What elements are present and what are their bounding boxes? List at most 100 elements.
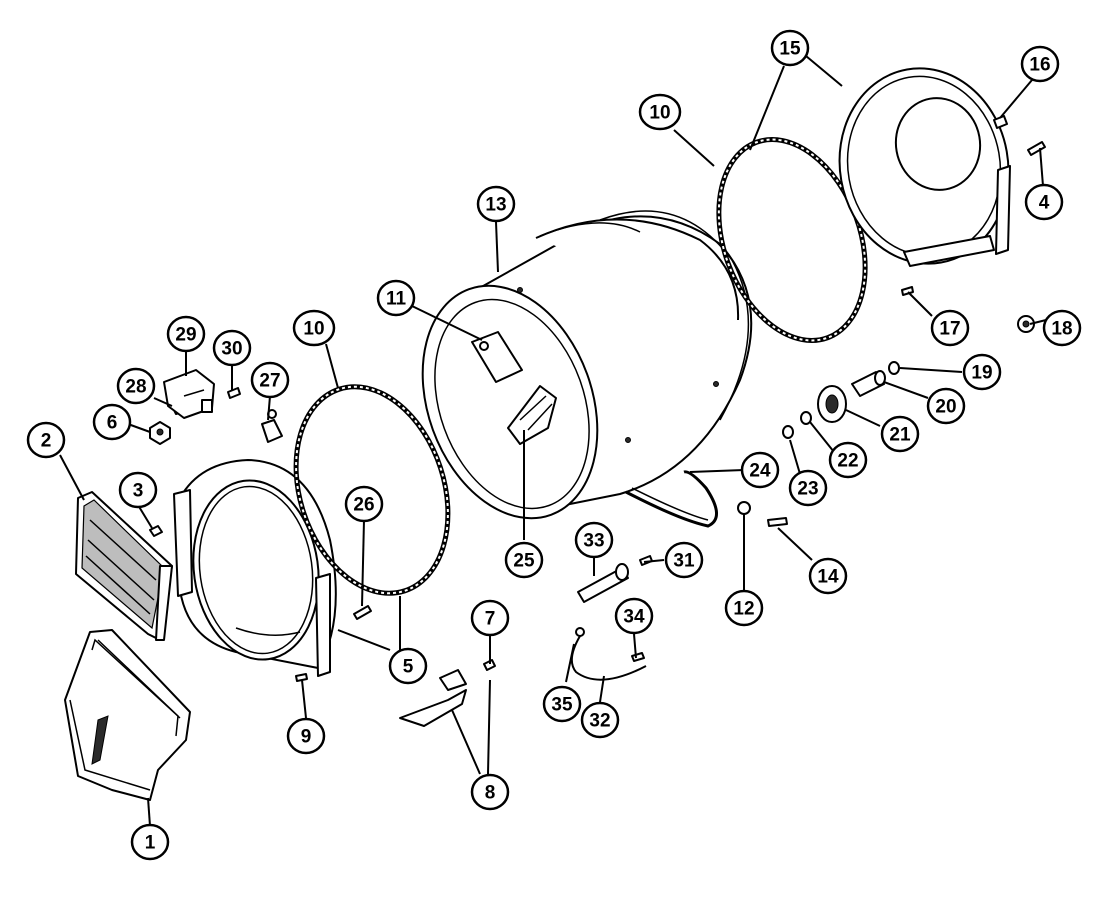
svg-text:16: 16 <box>1029 55 1050 76</box>
part-screw-9 <box>295 673 308 682</box>
svg-text:26: 26 <box>353 495 374 516</box>
part-baffle-11 <box>471 331 523 383</box>
svg-text:11: 11 <box>386 289 407 310</box>
part-screw-30 <box>227 387 241 399</box>
svg-text:5: 5 <box>403 657 414 678</box>
callout-27: 27 <box>250 361 290 399</box>
callout-1: 1 <box>130 823 170 861</box>
svg-text:15: 15 <box>779 39 801 60</box>
svg-text:28: 28 <box>125 377 146 398</box>
callout-10-rear: 10 <box>638 93 682 131</box>
svg-text:30: 30 <box>221 339 242 360</box>
part-lint-filter <box>75 491 173 641</box>
svg-text:13: 13 <box>485 195 506 216</box>
svg-text:4: 4 <box>1039 193 1050 214</box>
svg-text:29: 29 <box>175 325 196 346</box>
part-baffle-25 <box>507 385 557 445</box>
part-screw-3 <box>149 525 163 537</box>
part-screw-17 <box>901 286 914 296</box>
callout-28: 28 <box>116 367 156 405</box>
svg-text:12: 12 <box>733 599 754 620</box>
callout-7: 7 <box>470 599 510 637</box>
callout-19: 19 <box>962 353 1002 391</box>
callout-21: 21 <box>880 415 920 453</box>
part-brackets-8 <box>399 669 467 727</box>
svg-text:33: 33 <box>583 531 604 552</box>
svg-text:23: 23 <box>797 479 818 500</box>
svg-text:2: 2 <box>41 431 52 452</box>
callout-3: 3 <box>118 471 158 509</box>
callout-29: 29 <box>166 315 206 353</box>
callout-5: 5 <box>388 647 428 685</box>
callout-20: 20 <box>926 387 966 425</box>
part-drum <box>421 210 753 520</box>
svg-text:8: 8 <box>485 783 496 804</box>
svg-text:35: 35 <box>551 695 573 716</box>
svg-text:9: 9 <box>301 727 312 748</box>
svg-text:22: 22 <box>837 451 858 472</box>
part-nut-6 <box>149 421 171 445</box>
callout-11: 11 <box>376 279 416 317</box>
svg-text:20: 20 <box>935 397 956 418</box>
part-bolt-4 <box>1027 141 1046 156</box>
svg-text:21: 21 <box>889 425 911 446</box>
svg-text:1: 1 <box>145 833 156 854</box>
svg-text:34: 34 <box>623 607 645 628</box>
callout-6: 6 <box>92 403 132 441</box>
part-shaft-20 <box>851 370 886 397</box>
callout-18: 18 <box>1042 309 1082 347</box>
svg-text:6: 6 <box>107 413 118 434</box>
callout-14: 14 <box>808 557 848 595</box>
svg-text:17: 17 <box>939 319 960 340</box>
part-front-drum-seal <box>293 384 451 596</box>
callout-34: 34 <box>614 597 654 635</box>
part-washer-23 <box>782 425 794 439</box>
svg-text:31: 31 <box>673 551 695 572</box>
callout-17: 17 <box>930 309 970 347</box>
svg-text:3: 3 <box>133 481 144 502</box>
callout-30: 30 <box>212 329 252 367</box>
callout-32: 32 <box>580 701 620 739</box>
svg-text:25: 25 <box>513 551 535 572</box>
part-washer-19 <box>888 361 900 375</box>
callout-35: 35 <box>542 685 582 723</box>
callout-12: 12 <box>724 589 764 627</box>
part-washer-22 <box>800 411 812 425</box>
callout-23: 23 <box>788 469 828 507</box>
svg-text:7: 7 <box>485 609 496 630</box>
callout-8: 8 <box>470 773 510 811</box>
callout-4: 4 <box>1024 183 1064 221</box>
part-drive-belt <box>625 470 718 528</box>
callout-25: 25 <box>504 541 544 579</box>
part-rear-bulkhead <box>838 67 1011 267</box>
callout-24: 24 <box>740 451 780 489</box>
svg-text:19: 19 <box>971 363 992 384</box>
svg-text:27: 27 <box>259 371 280 392</box>
svg-text:10: 10 <box>649 103 670 124</box>
callout-33: 33 <box>574 521 614 559</box>
part-bolt-14 <box>767 517 788 527</box>
leader-lines <box>59 55 1047 827</box>
callout-15: 15 <box>770 29 810 67</box>
callout-9: 9 <box>286 717 326 755</box>
callout-2: 2 <box>26 421 66 459</box>
svg-text:14: 14 <box>817 567 839 588</box>
svg-text:10: 10 <box>303 319 324 340</box>
svg-text:18: 18 <box>1051 319 1072 340</box>
callout-13: 13 <box>476 185 516 223</box>
svg-text:32: 32 <box>589 711 610 732</box>
part-idler-pulley-33 <box>577 563 629 603</box>
part-clip-27 <box>261 409 283 443</box>
callout-26: 26 <box>344 485 384 523</box>
callout-31: 31 <box>664 541 704 579</box>
svg-text:24: 24 <box>749 461 771 482</box>
part-nut-12 <box>737 501 751 515</box>
callout-10-front: 10 <box>292 309 336 347</box>
callout-22: 22 <box>828 441 868 479</box>
part-front-lower-panel <box>64 629 191 801</box>
callout-16: 16 <box>1020 45 1060 83</box>
part-roller-21 <box>817 385 847 423</box>
part-front-bulkhead <box>173 459 337 677</box>
part-screw-26 <box>353 605 372 620</box>
